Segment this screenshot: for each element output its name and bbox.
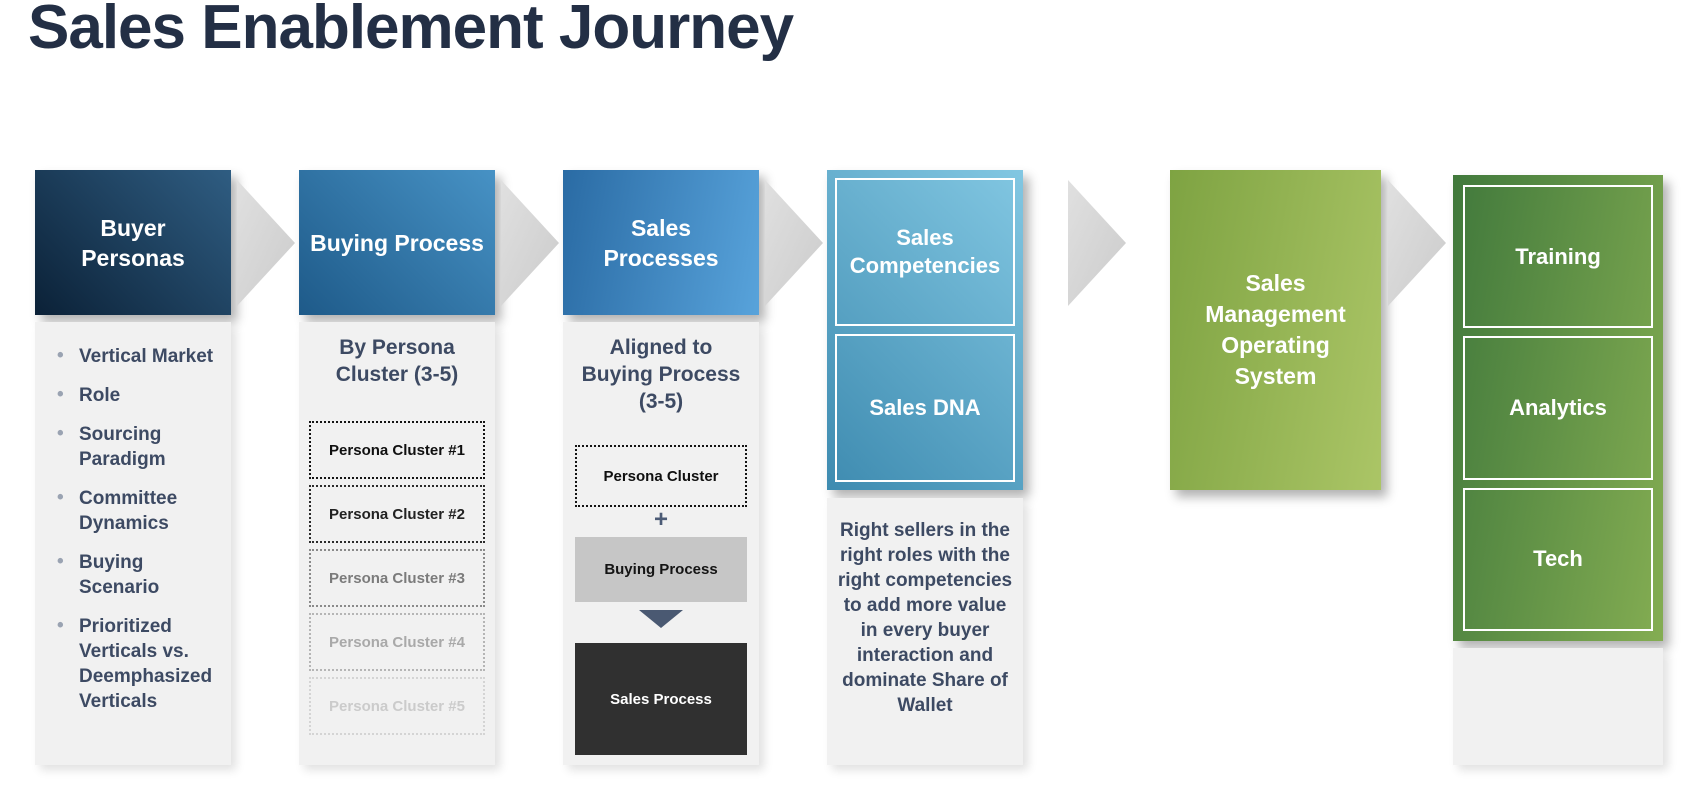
sales-management-box: Sales Management Operating System [1170, 170, 1381, 490]
list-item: Role [53, 382, 225, 408]
header-buyer-personas: Buyer Personas [35, 170, 231, 315]
sales-competencies-box: Sales Competencies [835, 178, 1015, 326]
persona-cluster-box: Persona Cluster [575, 445, 747, 507]
buyer-personas-list: Vertical Market Role Sourcing Paradigm C… [35, 322, 231, 714]
analytics-box: Analytics [1463, 336, 1653, 480]
persona-cluster-box-3: Persona Cluster #3 [309, 549, 485, 607]
header-sales-processes: Sales Processes [563, 170, 759, 315]
chevron-right-icon [1068, 180, 1126, 306]
tech-panel [1453, 648, 1663, 765]
chevron-right-icon [237, 180, 295, 306]
competencies-description-panel: Right sellers in the right roles with th… [827, 498, 1023, 765]
chevron-right-icon [501, 180, 559, 306]
list-item: Vertical Market [53, 343, 225, 369]
buyer-personas-panel: Vertical Market Role Sourcing Paradigm C… [35, 322, 231, 765]
sales-processes-panel: Aligned to Buying Process (3-5) Persona … [563, 322, 759, 765]
sales-process-box: Sales Process [575, 643, 747, 755]
persona-cluster-box-1: Persona Cluster #1 [309, 421, 485, 479]
buying-process-box: Buying Process [575, 537, 747, 602]
chevron-right-icon [765, 180, 823, 306]
tech-box: Tech [1463, 487, 1653, 631]
sales-competencies-group: Sales Competencies Sales DNA [827, 170, 1023, 490]
chevron-right-icon [1388, 180, 1446, 306]
list-item: Buying Scenario [53, 549, 225, 600]
persona-cluster-box-4: Persona Cluster #4 [309, 613, 485, 671]
persona-cluster-stack: Persona Cluster #1 Persona Cluster #2 Pe… [309, 421, 485, 741]
persona-cluster-box-2: Persona Cluster #2 [309, 485, 485, 543]
list-item: Committee Dynamics [53, 485, 225, 536]
tech-stack-group: Training Analytics Tech [1453, 175, 1663, 641]
panel-subtitle: By Persona Cluster (3-5) [335, 336, 459, 386]
panel-subtitle: Aligned to Buying Process (3-5) [581, 336, 741, 413]
training-box: Training [1463, 185, 1653, 329]
description-text: Right sellers in the right roles with th… [837, 520, 1013, 716]
list-item: Prioritized Verticals vs. Deemphasized V… [53, 613, 225, 714]
arrow-down-icon [639, 610, 683, 628]
persona-cluster-box-5: Persona Cluster #5 [309, 677, 485, 735]
sales-dna-box: Sales DNA [835, 334, 1015, 482]
buying-process-panel: By Persona Cluster (3-5) Persona Cluster… [299, 322, 495, 765]
plus-sign: + [653, 506, 668, 533]
list-item: Sourcing Paradigm [53, 421, 225, 472]
slide-title: Sales Enablement Journey [28, 0, 794, 62]
header-buying-process: Buying Process [299, 170, 495, 315]
